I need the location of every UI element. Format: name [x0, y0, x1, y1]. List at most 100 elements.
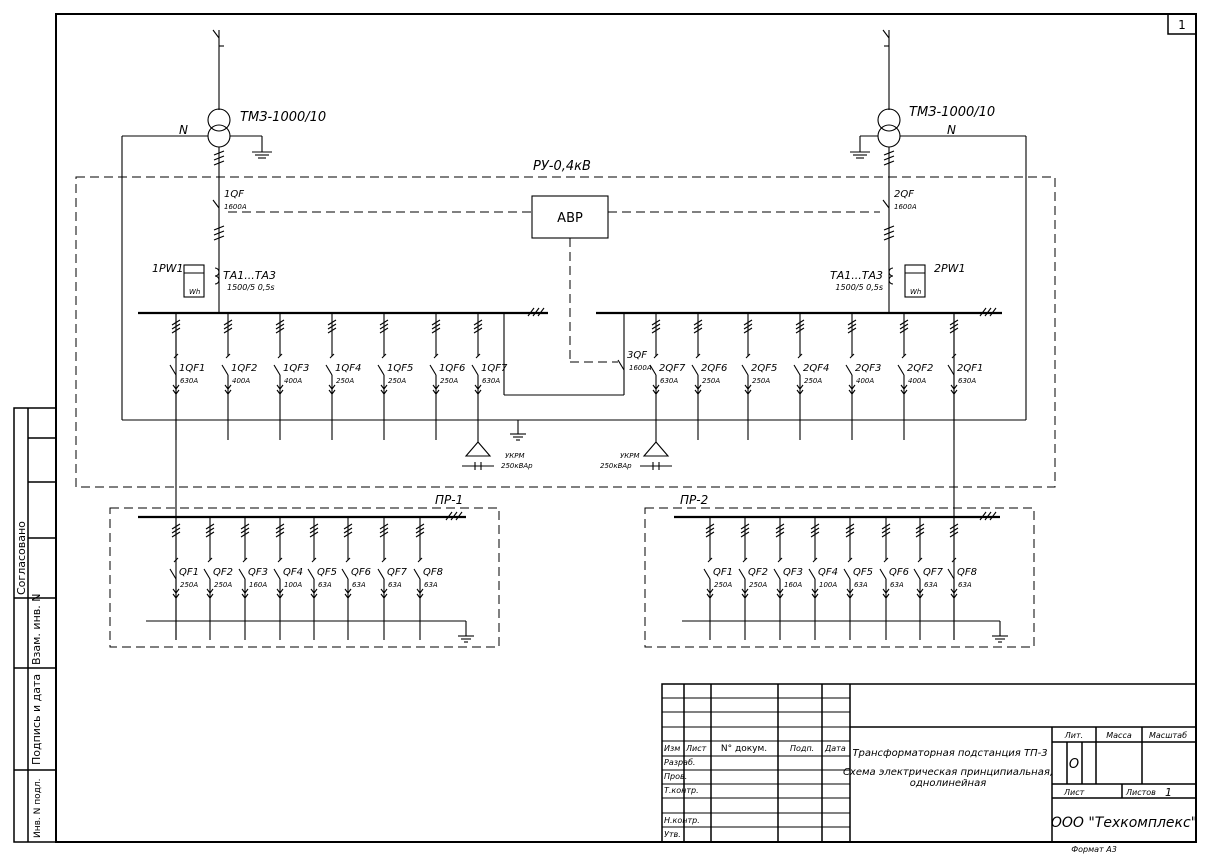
tb-header-date: Дата — [824, 744, 846, 753]
breaker-contact — [377, 364, 385, 376]
breaker-rating: 250А — [749, 581, 767, 589]
breaker-name: 2QF2 — [907, 363, 933, 374]
breaker-1qf-label: 1QF — [224, 189, 244, 200]
meter-1pw1-label: 1PW1 — [152, 262, 184, 275]
breaker-rating: 630А — [660, 377, 678, 385]
tb-header-list: Лист — [685, 744, 707, 753]
breaker-name: QF2 — [213, 567, 233, 578]
avr-label: АВР — [557, 211, 583, 226]
breaker-contact — [203, 568, 211, 580]
breaker-rating: 100А — [819, 581, 837, 589]
meter-1pw1-unit: Wh — [189, 288, 200, 296]
compensation-right-power: 250кВАр — [600, 462, 632, 470]
breaker-contact — [413, 568, 421, 580]
breaker-1qf-rating: 1600А — [224, 203, 247, 211]
breaker-name: QF4 — [283, 567, 303, 578]
breaker-rating: 250А — [752, 377, 770, 385]
compensation-left-power: 250кВАр — [501, 462, 533, 470]
breaker-rating: 63А — [318, 581, 332, 589]
panel-pr1-enclosure — [109, 507, 500, 648]
panel-pr2-enclosure — [644, 507, 1035, 648]
breaker-contact — [947, 568, 955, 580]
breaker-contact — [169, 568, 177, 580]
breaker-name: 1QF6 — [439, 363, 465, 374]
breaker-rating: 250А — [388, 377, 406, 385]
breaker-contact — [808, 568, 816, 580]
tb-role-approved: Утв. — [664, 830, 681, 839]
compensation-right-symbol — [642, 441, 670, 457]
breaker-2qf-label: 2QF — [894, 189, 914, 200]
breaker-contact — [238, 568, 246, 580]
breaker-contact — [897, 364, 905, 376]
format-label: Формат А3 — [1071, 845, 1117, 854]
tb-role-developer: Разраб. — [664, 758, 695, 767]
tb-header-izm: Изм — [664, 744, 680, 753]
tb-drawing-title-2: однолинейная — [910, 778, 986, 789]
neutral-left-label: N — [179, 123, 188, 137]
tb-lit-value: О — [1069, 757, 1079, 772]
breaker-name: QF7 — [387, 567, 408, 578]
title-block — [661, 683, 1197, 843]
breaker-contact — [879, 568, 887, 580]
feeder-branch: 2QF5 250А — [741, 313, 777, 440]
breaker-name: QF5 — [317, 567, 337, 578]
breaker-name: 1QF1 — [179, 363, 205, 374]
breaker-contact — [649, 364, 657, 376]
breaker-contact — [273, 568, 281, 580]
breaker-name: 2QF5 — [751, 363, 777, 374]
breaker-rating: 63А — [924, 581, 938, 589]
breaker-rating: 400А — [908, 377, 926, 385]
breaker-contact — [341, 568, 349, 580]
breaker-2qf-rating: 1600А — [894, 203, 917, 211]
breaker-rating: 160А — [784, 581, 802, 589]
breaker-name: QF2 — [748, 567, 768, 578]
side-stamp — [13, 407, 57, 843]
tb-scale-header: Масштаб — [1149, 731, 1187, 740]
breaker-name: 2QF4 — [803, 363, 829, 374]
compensation-right-label: УКРМ — [620, 452, 640, 460]
switchgear-enclosure — [75, 176, 1056, 488]
breaker-contact — [169, 364, 177, 376]
tb-sheets-value: 1 — [1165, 786, 1172, 799]
breaker-name: 2QF1 — [957, 363, 983, 374]
breaker-contact — [273, 364, 281, 376]
panel-pr1-title: ПР-1 — [435, 493, 463, 507]
ct-left-label: ТА1...ТА3 — [223, 269, 276, 282]
breaker-name: QF3 — [783, 567, 803, 578]
breaker-contact — [793, 364, 801, 376]
transformer-right-label: ТМЗ-1000/10 — [909, 105, 995, 120]
tb-company: ООО "Техкомплекс" — [1051, 815, 1197, 831]
tb-sheet-label: Лист — [1063, 788, 1085, 797]
breaker-rating: 250А — [214, 581, 232, 589]
breaker-rating: 63А — [388, 581, 402, 589]
breaker-rating: 250А — [702, 377, 720, 385]
breaker-name: 2QF7 — [659, 363, 686, 374]
stamp-agreed: Согласовано — [15, 521, 28, 595]
breaker-rating: 400А — [284, 377, 302, 385]
tb-object-title: Трансформаторная подстанция ТП-3 — [852, 748, 1047, 759]
tb-role-norm-control: Н.контр. — [664, 816, 700, 825]
tie-breaker-label: 3QF — [627, 350, 647, 361]
transformer-left-label: ТМЗ-1000/10 — [240, 110, 326, 125]
breaker-name: QF8 — [423, 567, 443, 578]
breaker-rating: 63А — [352, 581, 366, 589]
meter-1pw1 — [183, 264, 205, 298]
tb-lit-header: Лит. — [1064, 731, 1083, 740]
breaker-rating: 63А — [890, 581, 904, 589]
tb-drawing-title-1: Схема электрическая принципиальная, — [843, 767, 1053, 778]
